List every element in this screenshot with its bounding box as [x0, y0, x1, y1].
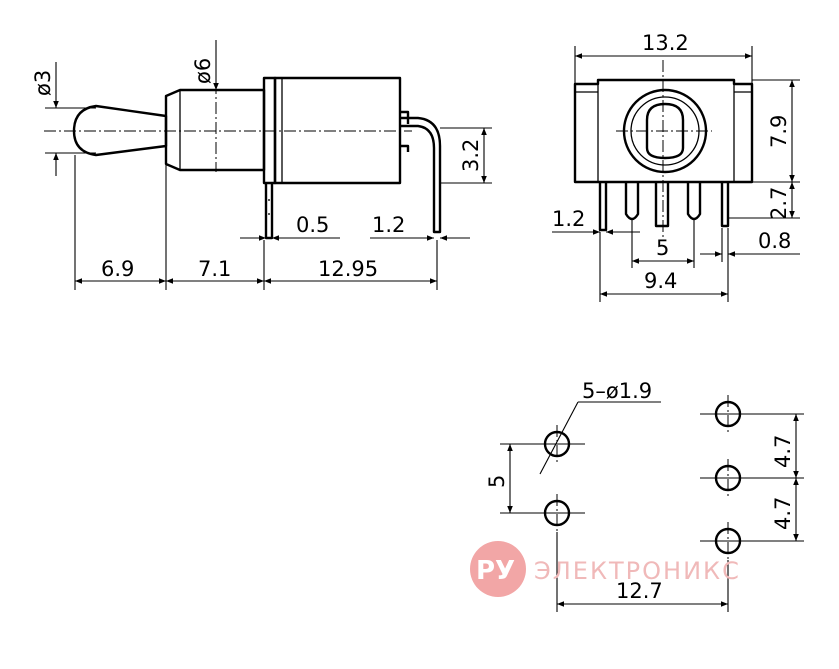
- pcb-terminal: [264, 183, 274, 240]
- dim-pin-height: 3.2: [459, 139, 483, 172]
- dim-length-3: 12.95: [318, 257, 378, 281]
- dim-pin-width: 1.2: [372, 213, 405, 237]
- watermark-logo: [470, 541, 526, 597]
- pcb-right-pitch-top: 4.7: [771, 435, 795, 468]
- dim-pin-thickness: 0.5: [296, 213, 329, 237]
- dim-front-pin-thickness: 0.8: [758, 229, 791, 253]
- dim-front-width: 13.2: [642, 31, 689, 55]
- pcb-holes-label: 5–ø1.9: [582, 379, 652, 403]
- dim-front-height: 7.9: [767, 115, 791, 148]
- front-view: 13.2 7.9 2.7 1.2 5 0.8 9.4: [552, 31, 800, 302]
- pcb-right-pitch-bottom: 4.7: [771, 497, 795, 530]
- toggle-lever: [72, 104, 168, 157]
- dim-front-pin-length: 2.7: [767, 187, 791, 220]
- dim-length-1: 6.9: [101, 257, 134, 281]
- watermark-name: ЭЛЕКТРОНИКС: [534, 557, 741, 585]
- pcb-left-pitch: 5: [485, 475, 509, 488]
- bent-terminal: [400, 116, 442, 234]
- dim-front-pin-pitch: 5: [656, 236, 669, 260]
- side-view: ø3 ø6 6.9 7.1 12.95 0.5 1.2 3.2: [31, 40, 492, 290]
- dim-front-pin-width: 1.2: [552, 207, 585, 231]
- front-pins: [598, 182, 730, 232]
- bushing: [164, 88, 266, 172]
- pcb-layout: 5–ø1.9 5 4.7 4.7 12.7: [485, 379, 804, 612]
- pcb-column-spacing: 12.7: [616, 579, 663, 603]
- dim-tip-diameter: ø3: [31, 70, 55, 96]
- watermark-logo-text: РУ: [476, 556, 515, 586]
- dim-length-2: 7.1: [198, 257, 231, 281]
- dim-shaft-diameter: ø6: [191, 58, 215, 84]
- dim-front-pin-span: 9.4: [644, 269, 677, 293]
- watermark: РУ ЭЛЕКТРОНИКС: [470, 541, 741, 597]
- front-lever: [645, 102, 685, 160]
